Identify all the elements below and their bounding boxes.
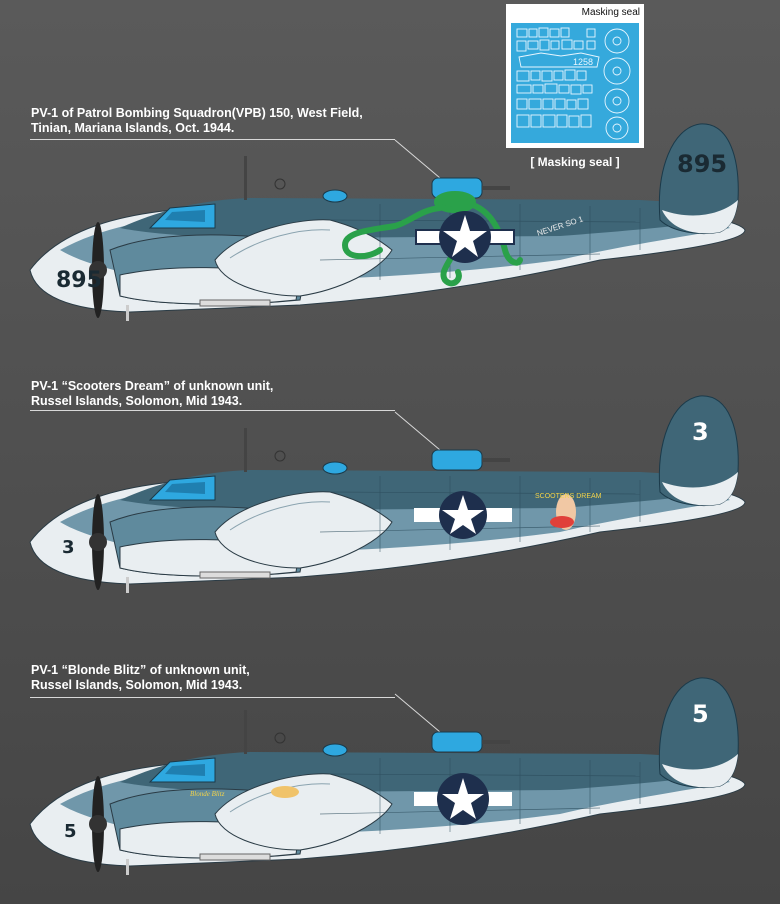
masking-seal-title: Masking seal — [581, 7, 640, 18]
profile-1-caption: PV-1 of Patrol Bombing Squadron(VPB) 150… — [31, 106, 363, 136]
nose-art-text: SCOOTERS DREAM — [535, 493, 602, 500]
masking-seal-panel: Masking seal 1258 — [506, 4, 644, 148]
nose-code: 3 — [62, 537, 75, 558]
profile-3-leader-line — [30, 697, 395, 698]
pinup-nose-art — [550, 494, 576, 530]
tail-code: 3 — [692, 418, 709, 446]
profile-3-caption-line2: Russel Islands, Solomon, Mid 1943. — [31, 678, 243, 692]
masking-seal-shapes: 1258 — [516, 27, 631, 140]
profile-2-caption-line1: PV-1 “Scooters Dream” of unknown unit, — [31, 379, 274, 393]
profile-1-caption-line1: PV-1 of Patrol Bombing Squadron(VPB) 150… — [31, 106, 363, 120]
profile-3-caption-line1: PV-1 “Blonde Blitz” of unknown unit, — [31, 663, 250, 677]
profile-2-leader-line — [30, 410, 395, 411]
national-insignia — [414, 773, 512, 825]
profile-2-aircraft: SCOOTERS DREAM 3 3 — [29, 395, 746, 594]
nose-code: 895 — [56, 268, 102, 293]
nose-code: 5 — [64, 821, 77, 842]
profile-2-caption-line2: Russel Islands, Solomon, Mid 1943. — [31, 394, 243, 408]
profile-1-aircraft: NEVER SO 1 895 895 — [29, 123, 746, 322]
masking-seal-caption: [ Masking seal ] — [530, 155, 620, 169]
profile-3-caption: PV-1 “Blonde Blitz” of unknown unit, Rus… — [31, 663, 250, 693]
nose-art-text: Blonde Blitz — [190, 790, 225, 798]
profile-2-caption: PV-1 “Scooters Dream” of unknown unit, R… — [31, 379, 273, 409]
profile-1-caption-line2: Tinian, Mariana Islands, Oct. 1944. — [31, 121, 235, 135]
tail-code: 5 — [692, 700, 709, 728]
blonde-nose-art — [271, 786, 299, 798]
national-insignia — [415, 211, 515, 263]
national-insignia — [414, 491, 512, 539]
profile-3-aircraft: Blonde Blitz 5 5 — [29, 677, 746, 876]
masking-sheet-number: 1258 — [573, 57, 593, 67]
tail-code: 895 — [677, 150, 727, 178]
octopus-nose-art — [341, 191, 523, 287]
masking-seal-sheet: 1258 — [511, 23, 639, 143]
profile-1-leader-line — [30, 139, 395, 140]
